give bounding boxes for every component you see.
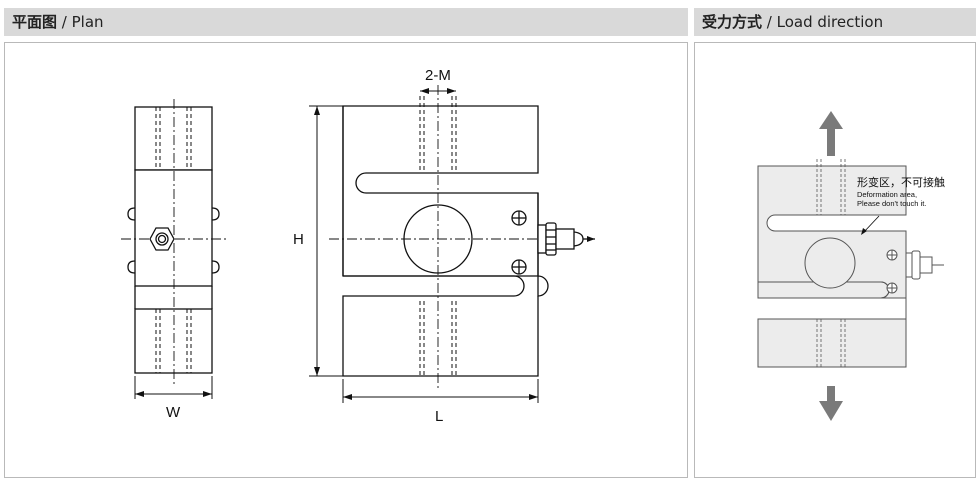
load-title-cn: 受力方式 <box>702 13 763 31</box>
dim-label-w: W <box>166 404 181 421</box>
arrow-down-icon <box>819 386 843 421</box>
dim-label-l: L <box>435 408 444 425</box>
deformation-note-en-2: Please don't touch it. <box>857 199 927 208</box>
dim-label-m: 2-M <box>425 67 451 84</box>
front-view <box>309 85 595 403</box>
deformation-note-cn: 形变区，不可接触 <box>857 176 945 189</box>
s-type-load-cell <box>757 159 944 368</box>
plan-title-cn: 平面图 <box>12 13 58 31</box>
arrow-up-icon <box>819 111 843 156</box>
side-view <box>121 99 226 399</box>
load-drawing <box>757 111 944 421</box>
plan-title-en: Plan <box>71 13 104 31</box>
plan-drawing-panel: W L H 2-M <box>4 42 688 478</box>
plan-drawing <box>121 85 595 403</box>
dim-label-h: H <box>293 231 304 248</box>
load-header: 受力方式 / Load direction <box>694 8 976 36</box>
load-drawing-panel: 形变区，不可接触 Deformation area, Please don't … <box>694 42 976 478</box>
load-title-en: Load direction <box>776 13 884 31</box>
deformation-note-en-1: Deformation area, <box>857 190 918 199</box>
plan-title-separator: / <box>57 13 72 31</box>
load-title-separator: / <box>762 13 777 31</box>
plan-header: 平面图 / Plan <box>4 8 688 36</box>
